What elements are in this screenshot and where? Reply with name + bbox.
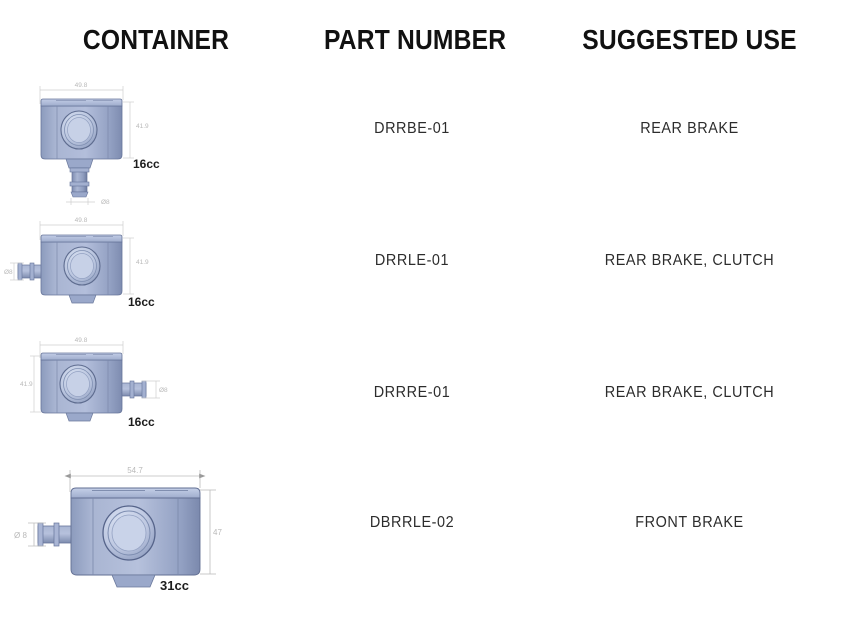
reservoir-lid [40, 98, 123, 107]
reservoir-lid [40, 234, 123, 243]
container-drawing-cell: 49.8 41.9 [0, 72, 312, 212]
brake-reservoir-left-outlet-icon: 49.8 41.9 [4, 217, 155, 309]
capacity-label: 31cc [160, 578, 189, 593]
table-row: 49.8 41.9 [0, 212, 867, 332]
dimension-width-label: 49.8 [75, 217, 88, 224]
outlet-boss [65, 158, 94, 169]
brake-reservoir-right-outlet-icon: 49.8 41.9 [20, 337, 168, 429]
part-number-value: DBRRLE-02 [369, 514, 455, 531]
outlet-boss [111, 574, 156, 588]
column-header-suggested-use: SUGGESTED USE [582, 24, 797, 55]
outlet-boss [65, 412, 94, 422]
capacity-label: 16cc [128, 415, 155, 429]
table-row: 49.8 41.9 [0, 332, 867, 462]
suggested-use-value: REAR BRAKE, CLUTCH [604, 252, 775, 269]
outlet-nipple [69, 167, 90, 198]
body-panel-lines [92, 498, 179, 575]
cap-ring-inner [70, 253, 94, 279]
dimension-port-label: Ø8 [159, 387, 168, 394]
column-header-container: CONTAINER [82, 24, 230, 55]
brake-reservoir-bottom-outlet-icon: 49.8 41.9 [39, 82, 160, 206]
column-header-part-number: PART NUMBER [324, 24, 507, 55]
reservoir-lid [70, 487, 201, 499]
body-panel-lines [56, 242, 109, 295]
table-row: 54.7 47 [0, 462, 867, 597]
body-panel-lines [56, 360, 109, 413]
dimension-height-label: 41.9 [136, 123, 149, 130]
dimension-port-label: Ø8 [4, 269, 13, 276]
dimension-width-label: 54.7 [127, 466, 143, 475]
dimension-port-label: Ø8 [101, 199, 110, 206]
container-drawing-cell: 49.8 41.9 [0, 212, 312, 332]
container-drawing-cell: 54.7 47 [0, 462, 312, 597]
capacity-label: 16cc [133, 157, 160, 171]
cap-ring-outer [64, 114, 94, 146]
table-header-row: CONTAINER PART NUMBER SUGGESTED USE [0, 24, 867, 64]
capacity-label: 16cc [128, 295, 155, 309]
table-row: 49.8 41.9 [0, 72, 867, 212]
part-number-value: DRRBE-01 [374, 120, 450, 137]
dimension-width-label: 49.8 [75, 337, 88, 344]
cap-ring-inner [111, 514, 147, 552]
cap-ring-outer [67, 250, 97, 282]
cap-ring-outer [63, 368, 93, 400]
brake-reservoir-large-left-outlet-icon: 54.7 47 [14, 466, 222, 593]
cap-ring-inner [66, 371, 90, 397]
dimension-height-label: 41.9 [20, 381, 33, 388]
suggested-use-value: REAR BRAKE, CLUTCH [604, 384, 775, 401]
outlet-nipple [37, 522, 73, 547]
part-number-value: DRRLE-01 [374, 252, 450, 269]
suggested-use-value: REAR BRAKE [640, 120, 739, 137]
container-drawing-cell: 49.8 41.9 [0, 332, 312, 462]
body-panel-lines [56, 106, 109, 159]
suggested-use-value: FRONT BRAKE [635, 514, 744, 531]
outlet-nipple [17, 262, 43, 281]
dimension-height-label: 41.9 [136, 259, 149, 266]
dimension-height-label: 47 [213, 528, 222, 537]
cap-ring-inner [67, 117, 91, 143]
dimension-port-label: Ø 8 [14, 531, 27, 540]
dimension-width-label: 49.8 [75, 82, 88, 89]
outlet-nipple [121, 380, 147, 399]
outlet-boss [68, 294, 97, 304]
part-number-value: DRRRE-01 [373, 384, 451, 401]
reservoir-lid [40, 352, 123, 361]
cap-ring-outer [107, 510, 151, 556]
